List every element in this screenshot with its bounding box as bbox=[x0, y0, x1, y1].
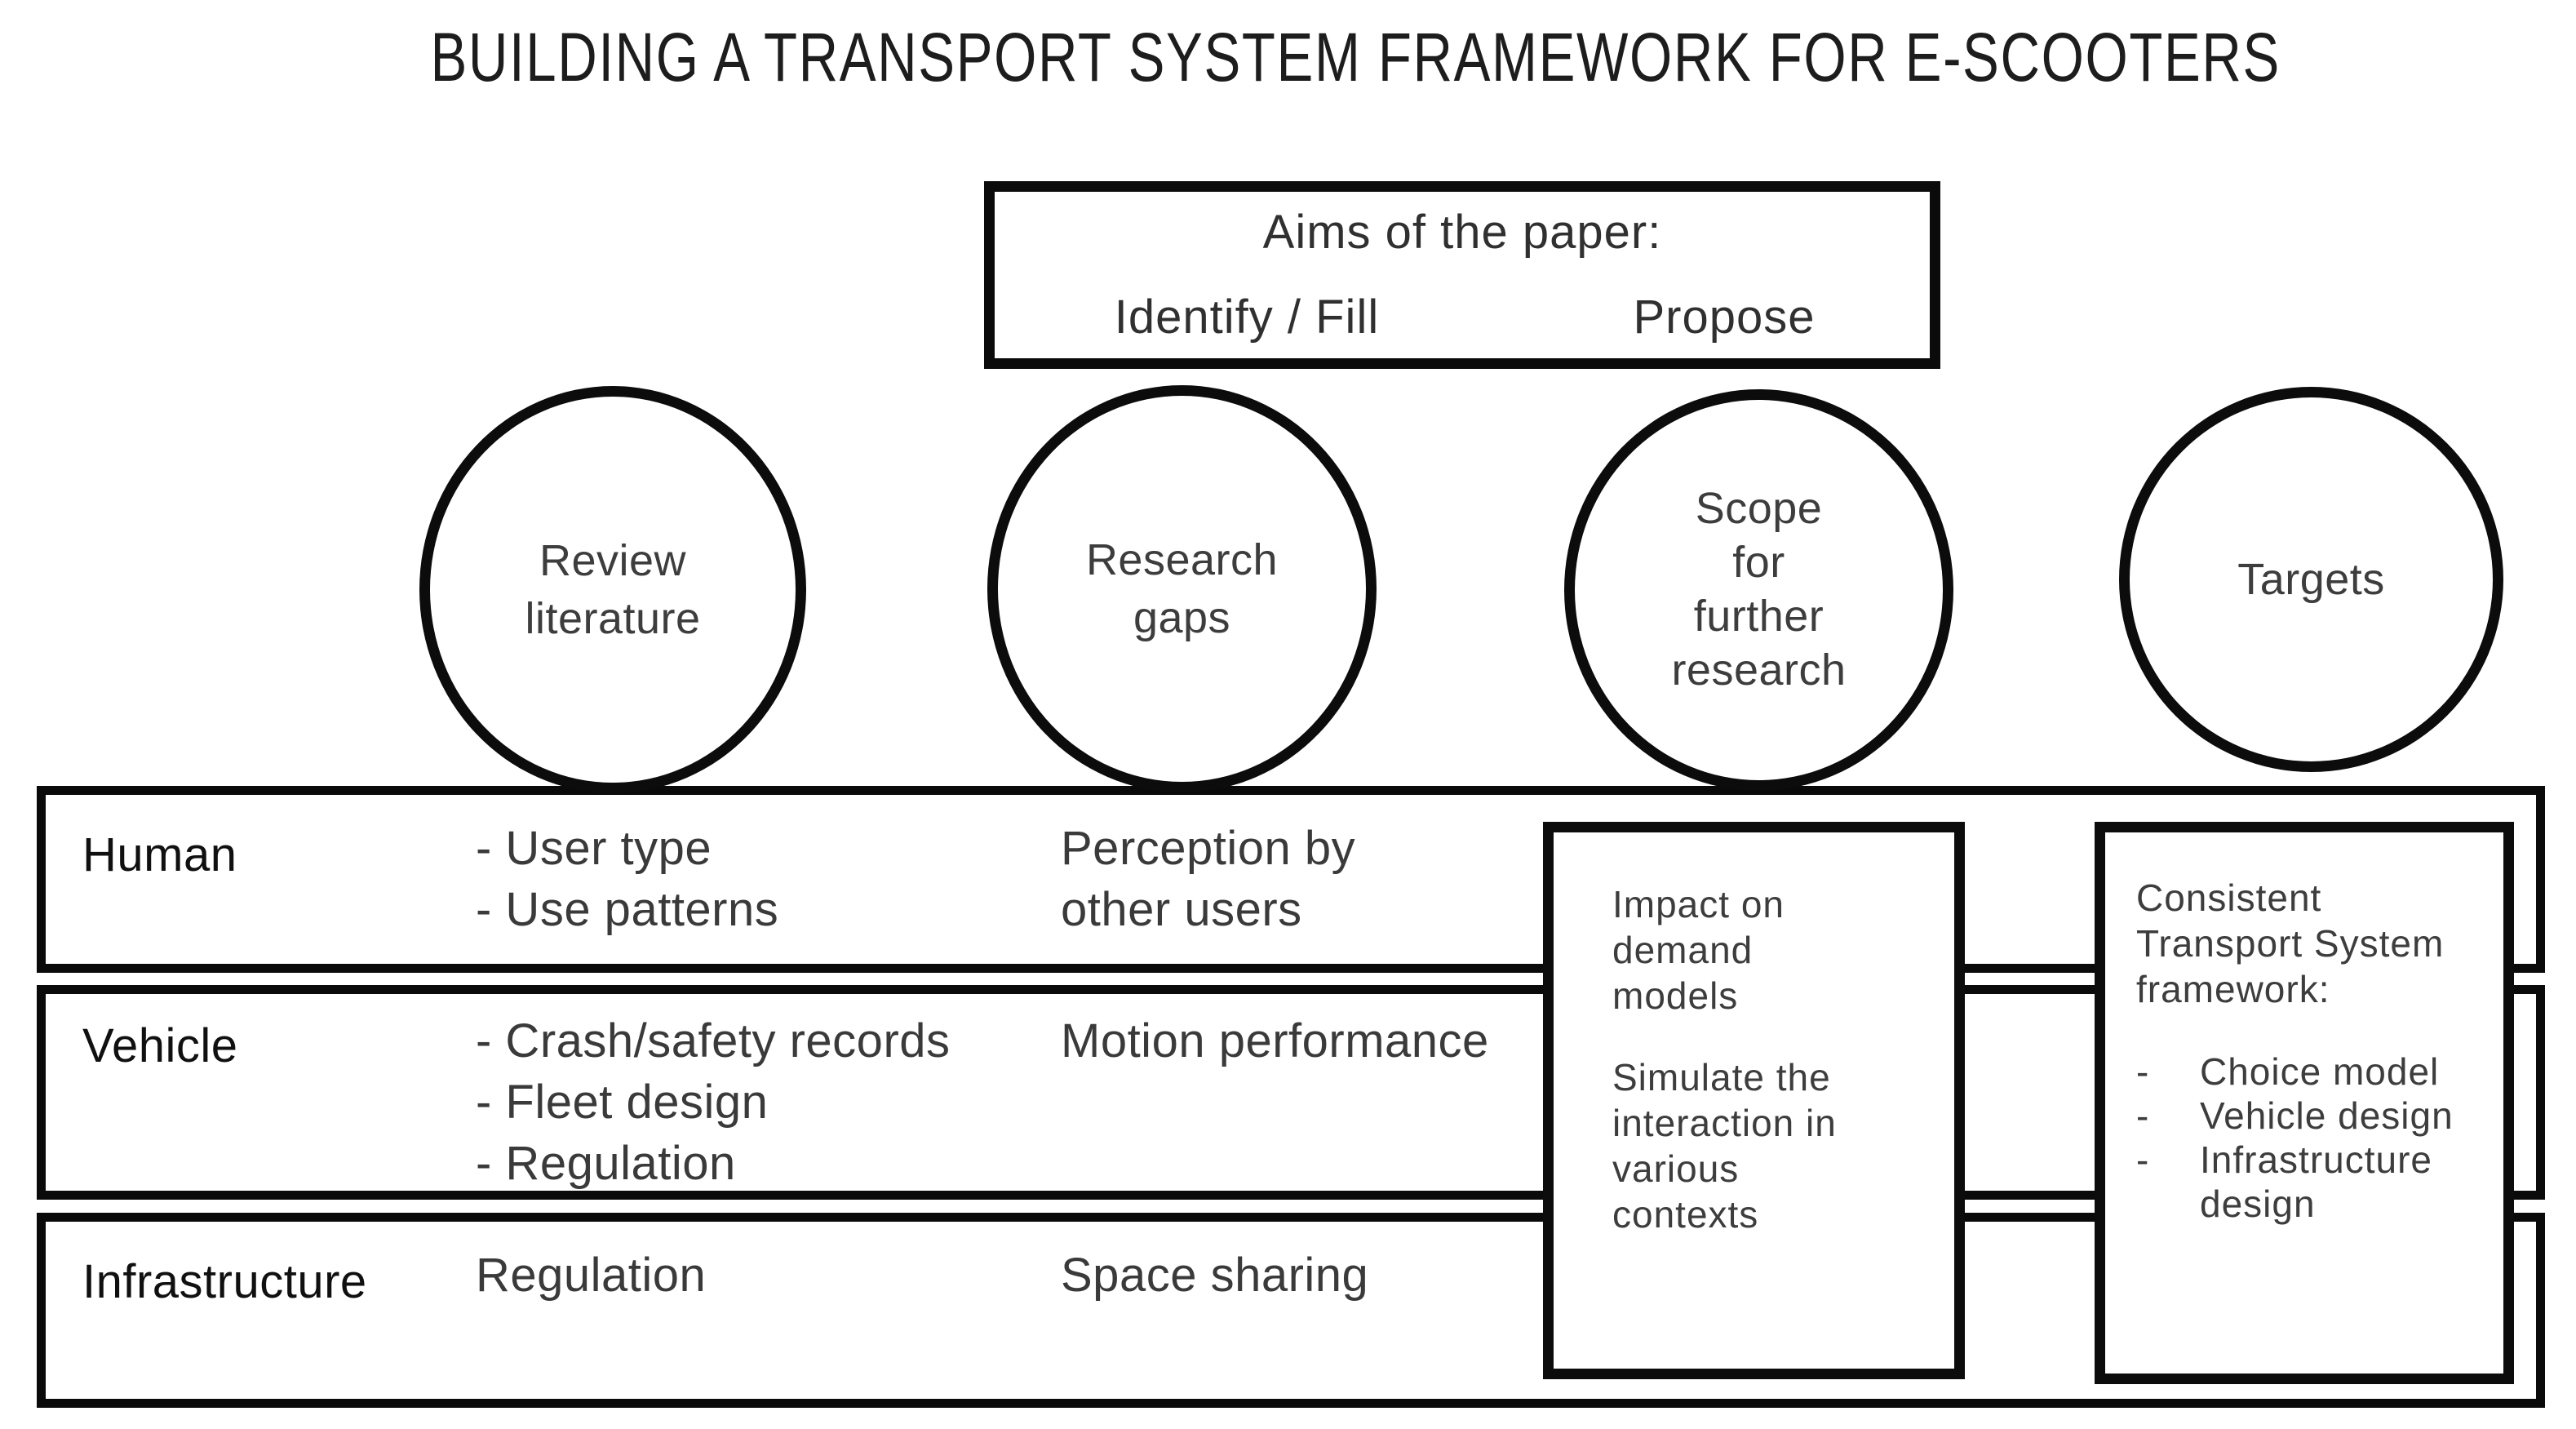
literature-item: - Use patterns bbox=[476, 883, 779, 936]
scope-paragraph: Impact on demand models bbox=[1612, 883, 1785, 1017]
targets-box: Consistent Transport System framework: -… bbox=[2095, 822, 2514, 1384]
row-literature-column: - User type - Use patterns bbox=[476, 818, 778, 940]
stage-circle-review-literature: Review literature bbox=[419, 386, 806, 793]
research-gap-note: Motion performance bbox=[1061, 1014, 1489, 1067]
page-title-text: BUILDING A TRANSPORT SYSTEM FRAMEWORK FO… bbox=[430, 19, 2281, 95]
literature-item: - Fleet design bbox=[476, 1076, 769, 1129]
targets-item-text: Infrastructure design bbox=[2200, 1138, 2432, 1225]
row-label: Human bbox=[82, 828, 237, 881]
aims-heading: Aims of the paper: bbox=[1262, 206, 1662, 259]
stage-circle-research-gaps: Research gaps bbox=[987, 385, 1377, 792]
targets-list-item: - Choice model bbox=[2136, 1050, 2487, 1094]
research-gap-note: Perception by other users bbox=[1061, 822, 1356, 936]
list-dash: - bbox=[2136, 1138, 2150, 1181]
targets-list-item: - Vehicle design bbox=[2136, 1094, 2487, 1138]
targets-item-text: Vehicle design bbox=[2200, 1094, 2454, 1137]
literature-item: - Crash/safety records bbox=[476, 1014, 951, 1067]
row-literature-column: Regulation bbox=[476, 1245, 706, 1306]
literature-item: - Regulation bbox=[476, 1137, 736, 1190]
literature-item: - User type bbox=[476, 822, 712, 875]
research-gap-note: Space sharing bbox=[1061, 1249, 1369, 1302]
row-label: Infrastructure bbox=[82, 1255, 367, 1308]
scope-paragraph: Simulate the interaction in various cont… bbox=[1612, 1056, 1837, 1236]
targets-list: - Choice model - Vehicle design - Infras… bbox=[2136, 1050, 2487, 1226]
stage-circle-targets: Targets bbox=[2119, 387, 2503, 772]
scope-further-research-box: Impact on demand models Simulate the int… bbox=[1543, 822, 1965, 1379]
literature-item: Regulation bbox=[476, 1249, 707, 1302]
page-title: BUILDING A TRANSPORT SYSTEM FRAMEWORK FO… bbox=[68, 18, 2576, 97]
stage-circle-scope-further-research: Scope for further research bbox=[1564, 389, 1953, 791]
stage-circle-label: Scope for further research bbox=[1671, 484, 1847, 695]
aims-label-propose: Propose bbox=[1633, 291, 1816, 344]
stage-circle-label: Review literature bbox=[525, 536, 701, 643]
targets-heading: Consistent Transport System framework: bbox=[2136, 876, 2445, 1010]
stage-circle-label: Research gaps bbox=[1085, 535, 1279, 642]
stage-circle-label: Targets bbox=[2237, 554, 2385, 604]
aims-box: Aims of the paper: Identify / Fill Propo… bbox=[984, 181, 1940, 369]
row-literature-column: - Crash/safety records - Fleet design - … bbox=[476, 1010, 951, 1194]
row-label: Vehicle bbox=[82, 1019, 238, 1072]
aims-label-identify-fill: Identify / Fill bbox=[1114, 291, 1380, 344]
targets-item-text: Choice model bbox=[2200, 1050, 2440, 1093]
targets-list-item: - Infrastructure design bbox=[2136, 1138, 2487, 1226]
list-dash: - bbox=[2136, 1050, 2150, 1093]
list-dash: - bbox=[2136, 1094, 2150, 1137]
